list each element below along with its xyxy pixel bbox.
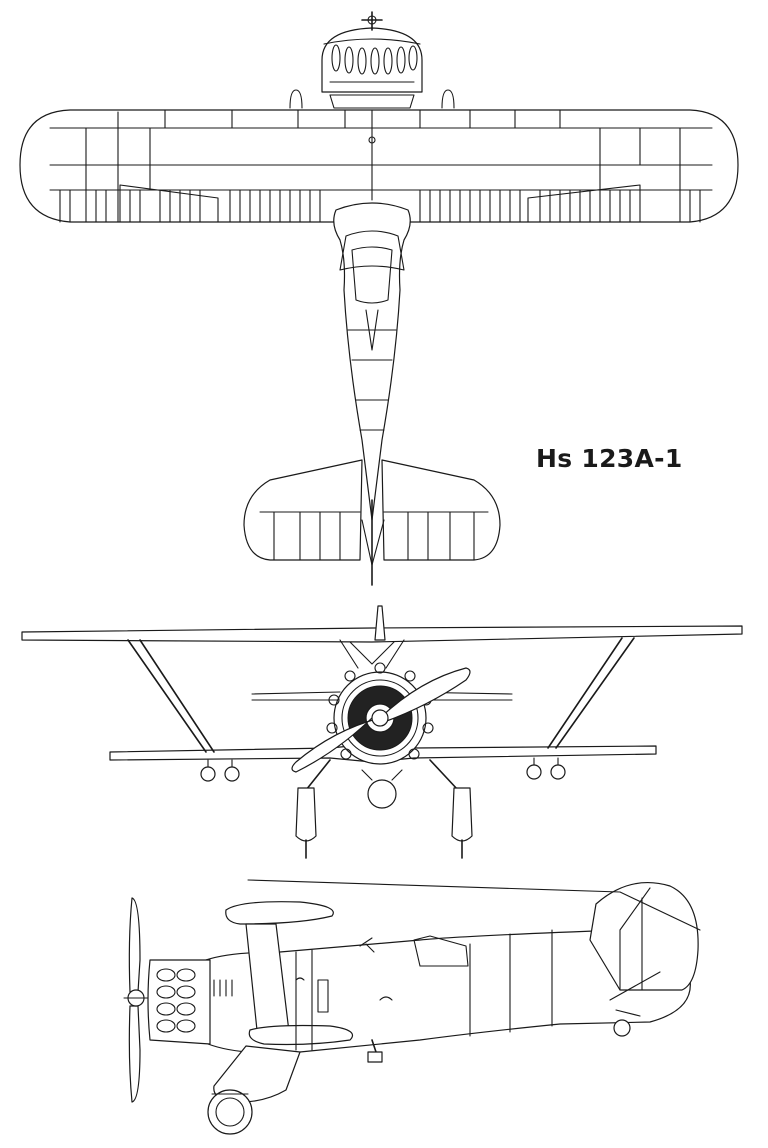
propeller-front (291, 667, 471, 773)
fin-side (589, 881, 699, 991)
front-view (21, 605, 743, 859)
cowl-bumps (331, 44, 418, 75)
belly-scoop (367, 779, 397, 809)
upper-wing-side (225, 901, 334, 925)
strut-left (127, 639, 215, 753)
upper-wing-plan (19, 109, 739, 223)
engine-cowl-side (147, 959, 233, 1045)
wing-ribs (59, 109, 701, 223)
aircraft-designation: Hs 123A-1 (536, 444, 683, 473)
tailplane-plan (243, 459, 501, 586)
propeller-side (123, 897, 149, 1103)
landing-gear-front (295, 759, 473, 859)
engine-cowl-plan (321, 11, 423, 109)
side-view (123, 879, 701, 1135)
plan-view (19, 11, 739, 586)
landing-gear-side (207, 1045, 301, 1135)
fin-front (374, 605, 386, 641)
bombs-front (200, 757, 566, 782)
lower-wing-side (248, 1024, 354, 1046)
fuselage-plan (333, 109, 411, 521)
strut-right (547, 637, 635, 749)
tail-wheel (613, 1019, 631, 1037)
